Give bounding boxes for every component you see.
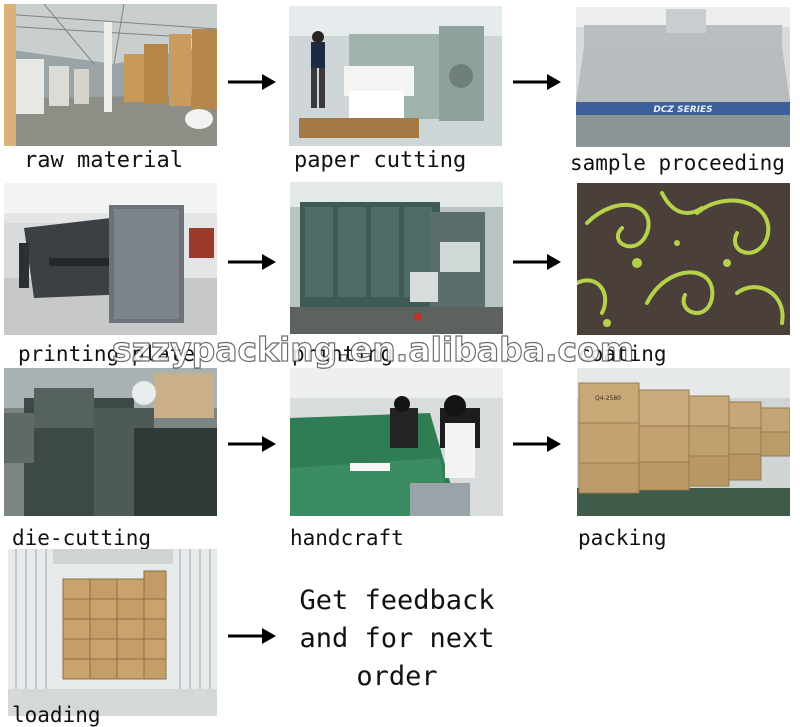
step-label-coating: coating [578,342,667,366]
plotter-marking: DCZ SERIES [653,105,712,115]
loading-photo [8,549,217,716]
step-label-sample-proceeding: sample proceeding [570,151,785,175]
right-arrow-icon [228,252,276,272]
right-arrow-icon [228,626,276,646]
final-step-text: Get feedback and for next order [299,585,495,692]
paper-cutting-photo [289,6,502,146]
step-label-paper-cutting: paper cutting [294,148,467,173]
step-label-printing: printing [292,342,394,366]
step-label-die-cutting: die-cutting [12,526,152,550]
raw-material-photo [4,4,217,146]
right-arrow-icon [513,72,561,92]
step-label-loading: loading [12,703,101,727]
handcraft-photo [290,368,503,516]
printing-plate-photo [4,183,217,335]
right-arrow-icon [228,434,276,454]
step-label-handcraft: handcraft [290,526,404,550]
right-arrow-icon [513,434,561,454]
step-label-printing-plate: printing plate [18,342,196,366]
watermark: szzypacking.en.alibaba.com [111,329,635,369]
sample-proceeding-photo: DCZ SERIES [576,7,790,147]
box-marking: Q4-2580 [595,395,621,402]
step-label-raw-material: raw material [24,148,183,173]
right-arrow-icon [513,252,561,272]
packing-photo: Q4-2580 [577,368,790,516]
coating-photo [577,183,790,335]
die-cutting-photo [4,368,217,516]
printing-photo [290,182,503,334]
right-arrow-icon [228,72,276,92]
step-label-packing: packing [578,526,667,550]
